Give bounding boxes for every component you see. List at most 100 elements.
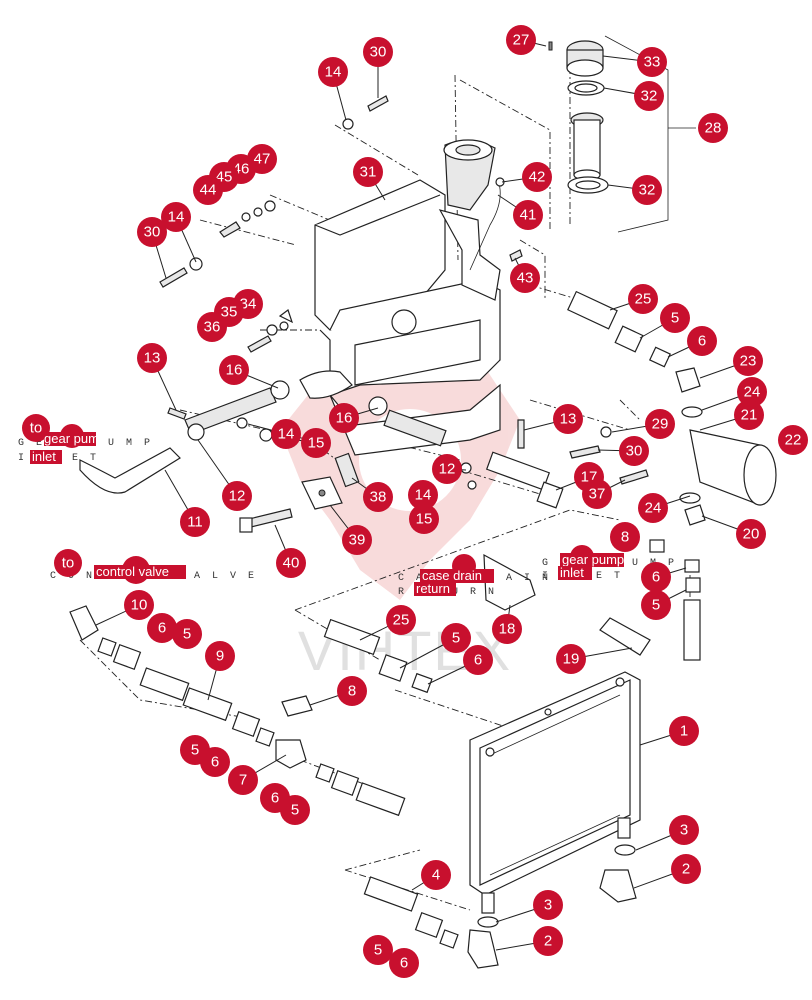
callout-number: 37 xyxy=(589,486,606,503)
callout-number: 6 xyxy=(211,754,219,771)
callout-14: 14 xyxy=(318,57,348,87)
callout-36: 36 xyxy=(197,312,227,342)
gear-pump-right: gear pump xyxy=(562,552,624,567)
callout-10: 10 xyxy=(124,590,154,620)
callout-1: 1 xyxy=(669,716,699,746)
callout-circle xyxy=(363,37,393,67)
callout-number: 1 xyxy=(680,723,688,740)
case-drain: case drain xyxy=(422,568,482,583)
callout-40: 40 xyxy=(276,548,306,578)
callout-2: 2 xyxy=(533,926,563,956)
callout-circle xyxy=(421,860,451,890)
callout-2: 2 xyxy=(671,854,701,884)
to-gear-pump-top: to xyxy=(30,420,43,437)
return: return xyxy=(416,581,450,596)
callout-number: 42 xyxy=(529,169,546,186)
callout-9: 9 xyxy=(205,641,235,671)
callout-number: 21 xyxy=(741,407,758,424)
callout-number: 9 xyxy=(216,648,224,665)
callout-32: 32 xyxy=(632,175,662,205)
callout-number: 29 xyxy=(652,416,669,433)
callout-circle xyxy=(441,623,471,653)
callout-30: 30 xyxy=(137,217,167,247)
to-control-valve: to xyxy=(62,555,75,572)
callout-circle xyxy=(409,504,439,534)
callout-41: 41 xyxy=(513,200,543,230)
callout-circle xyxy=(632,175,662,205)
callout-circle xyxy=(219,355,249,385)
callout-25: 25 xyxy=(628,284,658,314)
callout-22: 22 xyxy=(778,425,808,455)
callout-number: 41 xyxy=(520,207,537,224)
callout-circle xyxy=(147,613,177,643)
callout-circle xyxy=(432,454,462,484)
callout-circle xyxy=(363,935,393,965)
callout-18: 18 xyxy=(492,614,522,644)
callout-circle xyxy=(778,425,808,455)
callout-number: 13 xyxy=(560,411,577,428)
callout-number: 12 xyxy=(229,488,246,505)
callout-number: 43 xyxy=(517,270,534,287)
callout-circle xyxy=(638,493,668,523)
callout-42: 42 xyxy=(522,162,552,192)
callout-circle xyxy=(641,562,671,592)
callout-number: 34 xyxy=(240,296,257,313)
callout-number: 24 xyxy=(645,500,662,517)
callout-23: 23 xyxy=(733,346,763,376)
callout-circle xyxy=(124,590,154,620)
callout-number: 16 xyxy=(226,362,243,379)
gear-pump-top: gear pump xyxy=(44,431,106,446)
callout-5: 5 xyxy=(641,590,671,620)
callout-14: 14 xyxy=(271,419,301,449)
callout-number: 6 xyxy=(652,569,660,586)
callout-circle xyxy=(205,641,235,671)
callout-circle xyxy=(610,522,640,552)
callout-circle xyxy=(513,200,543,230)
callout-circle xyxy=(737,377,767,407)
callout-circle xyxy=(228,765,258,795)
callout-circle xyxy=(222,481,252,511)
callout-circle xyxy=(510,263,540,293)
callout-44: 44 xyxy=(193,175,223,205)
callout-number: 6 xyxy=(698,333,706,350)
callout-number: 8 xyxy=(348,683,356,700)
callout-number: 32 xyxy=(641,88,658,105)
callout-number: 32 xyxy=(639,182,656,199)
callout-number: 6 xyxy=(400,955,408,972)
control-valve: control valve xyxy=(96,564,169,579)
callout-number: 33 xyxy=(644,54,661,71)
callout-number: 23 xyxy=(740,353,757,370)
callout-circle xyxy=(553,404,583,434)
callout-37: 37 xyxy=(582,479,612,509)
callout-32: 32 xyxy=(634,81,664,111)
callout-30: 30 xyxy=(363,37,393,67)
hydraulic-tank xyxy=(299,139,505,456)
callout-number: 35 xyxy=(221,304,238,321)
callout-number: 2 xyxy=(544,933,552,950)
callout-circle xyxy=(641,590,671,620)
callout-circle xyxy=(698,113,728,143)
callout-25: 25 xyxy=(386,605,416,635)
callout-number: 28 xyxy=(705,120,722,137)
callout-8: 8 xyxy=(610,522,640,552)
bracket-28 xyxy=(604,35,696,233)
callout-11: 11 xyxy=(180,507,210,537)
callout-27: 27 xyxy=(506,25,536,55)
callout-circle xyxy=(342,525,372,555)
callout-14: 14 xyxy=(161,202,191,232)
callout-number: 47 xyxy=(254,151,271,168)
callout-number: 40 xyxy=(283,555,300,572)
callout-16: 16 xyxy=(329,403,359,433)
callout-24: 24 xyxy=(737,377,767,407)
filler-cap-assembly xyxy=(548,40,609,194)
callout-circle xyxy=(193,175,223,205)
callout-circle xyxy=(363,482,393,512)
callout-circle xyxy=(669,815,699,845)
callout-circle xyxy=(634,81,664,111)
callout-circle xyxy=(463,645,493,675)
callout-number: 44 xyxy=(200,182,217,199)
callout-8: 8 xyxy=(337,676,367,706)
callout-19: 19 xyxy=(556,644,586,674)
callout-circle xyxy=(337,676,367,706)
callout-13: 13 xyxy=(137,343,167,373)
